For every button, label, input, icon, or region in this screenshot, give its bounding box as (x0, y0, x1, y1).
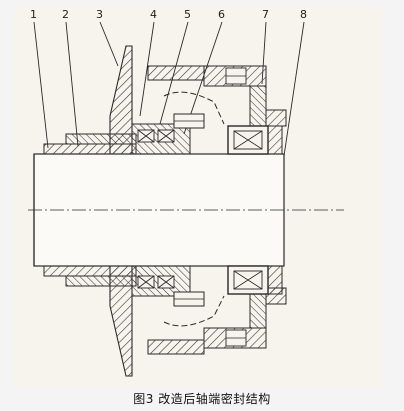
part-label-6: 6 (218, 8, 225, 21)
part-label-5: 5 (184, 8, 191, 21)
part-label-3: 3 (96, 8, 103, 21)
bearing-bottom (227, 265, 269, 295)
part-label-7: 7 (262, 8, 269, 21)
bearing-housing-bottom (203, 287, 287, 349)
bearing-top (227, 125, 269, 155)
bearing-housing-top (203, 65, 287, 127)
end-cover (109, 45, 133, 377)
technical-drawing: 1 2 3 4 5 6 7 8 (14, 6, 382, 386)
gland-bolt-top (147, 65, 225, 129)
shaft (28, 153, 344, 267)
part-label-4: 4 (150, 8, 157, 21)
gland-bolt-bottom (163, 291, 225, 327)
gland-bottom (131, 265, 191, 297)
part-label-2: 2 (62, 8, 69, 21)
housing-right (267, 125, 285, 295)
seal-structure-drawing (28, 21, 344, 377)
part-label-8: 8 (300, 8, 307, 21)
figure-caption: 图3 改造后轴端密封结构 (133, 392, 271, 406)
bottom-flange (147, 339, 205, 355)
part-label-1: 1 (30, 8, 37, 21)
gland-top (131, 123, 191, 155)
